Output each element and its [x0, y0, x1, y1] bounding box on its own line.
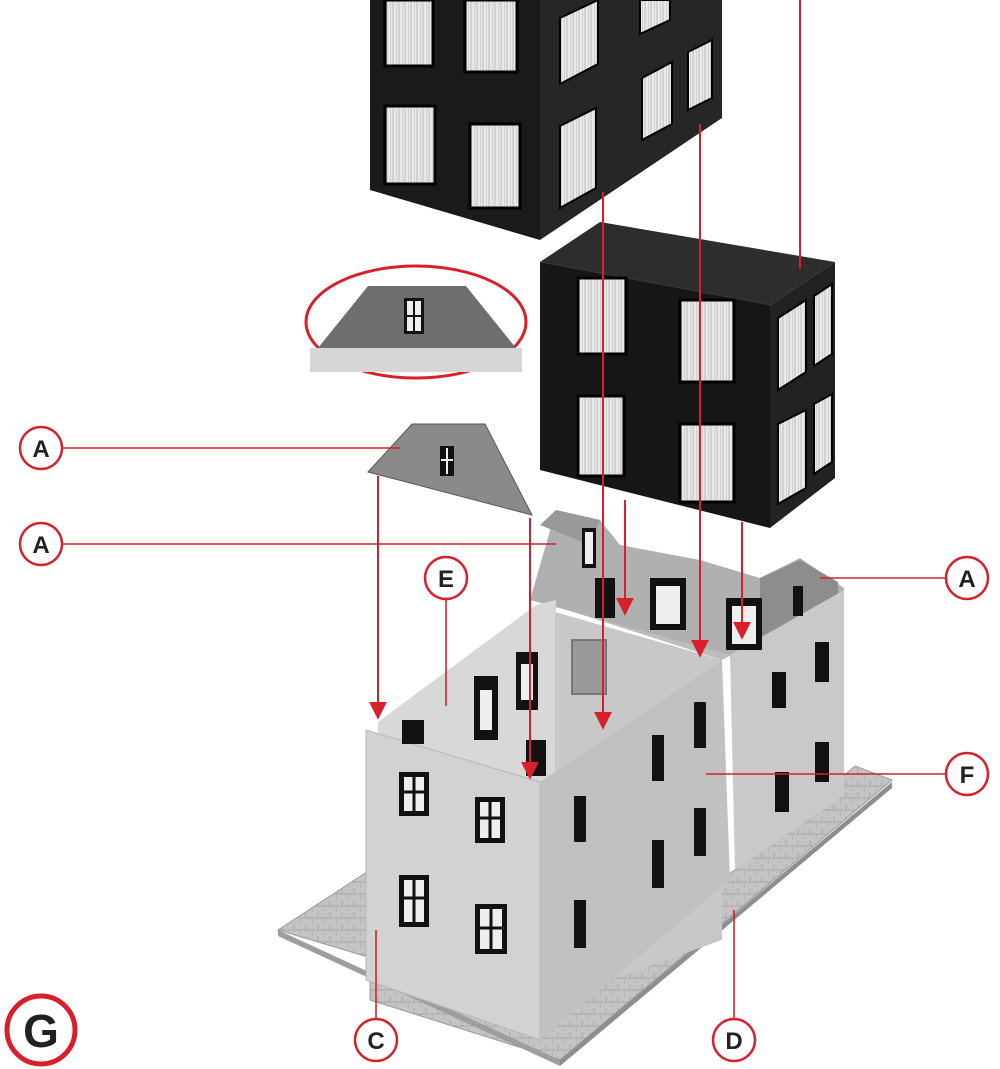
callout-d: D [711, 1017, 757, 1063]
side-windows [574, 642, 829, 948]
figure-label-g: G [4, 993, 78, 1067]
building-shell [365, 510, 844, 1041]
callout-a-middle: A [18, 521, 64, 567]
svg-text:A: A [958, 566, 975, 593]
callout-a-top: A [18, 425, 64, 471]
loose-gable-piece [367, 423, 533, 516]
svg-text:E: E [438, 566, 454, 593]
callout-leaders [62, 447, 946, 1018]
svg-text:A: A [32, 436, 49, 463]
upper-floor-insert [370, 0, 722, 240]
callout-c: C [353, 1017, 399, 1063]
svg-text:C: C [367, 1028, 384, 1055]
svg-text:F: F [960, 762, 975, 789]
callout-e: E [423, 555, 469, 601]
callout-a-right: A [944, 555, 990, 601]
right-floor-insert [540, 222, 835, 528]
svg-text:A: A [32, 532, 49, 559]
gable-detail-inset [304, 264, 528, 380]
callout-f: F [944, 751, 990, 797]
assembly-arrows [369, 0, 801, 780]
svg-text:D: D [725, 1028, 742, 1055]
svg-text:G: G [23, 1005, 59, 1057]
